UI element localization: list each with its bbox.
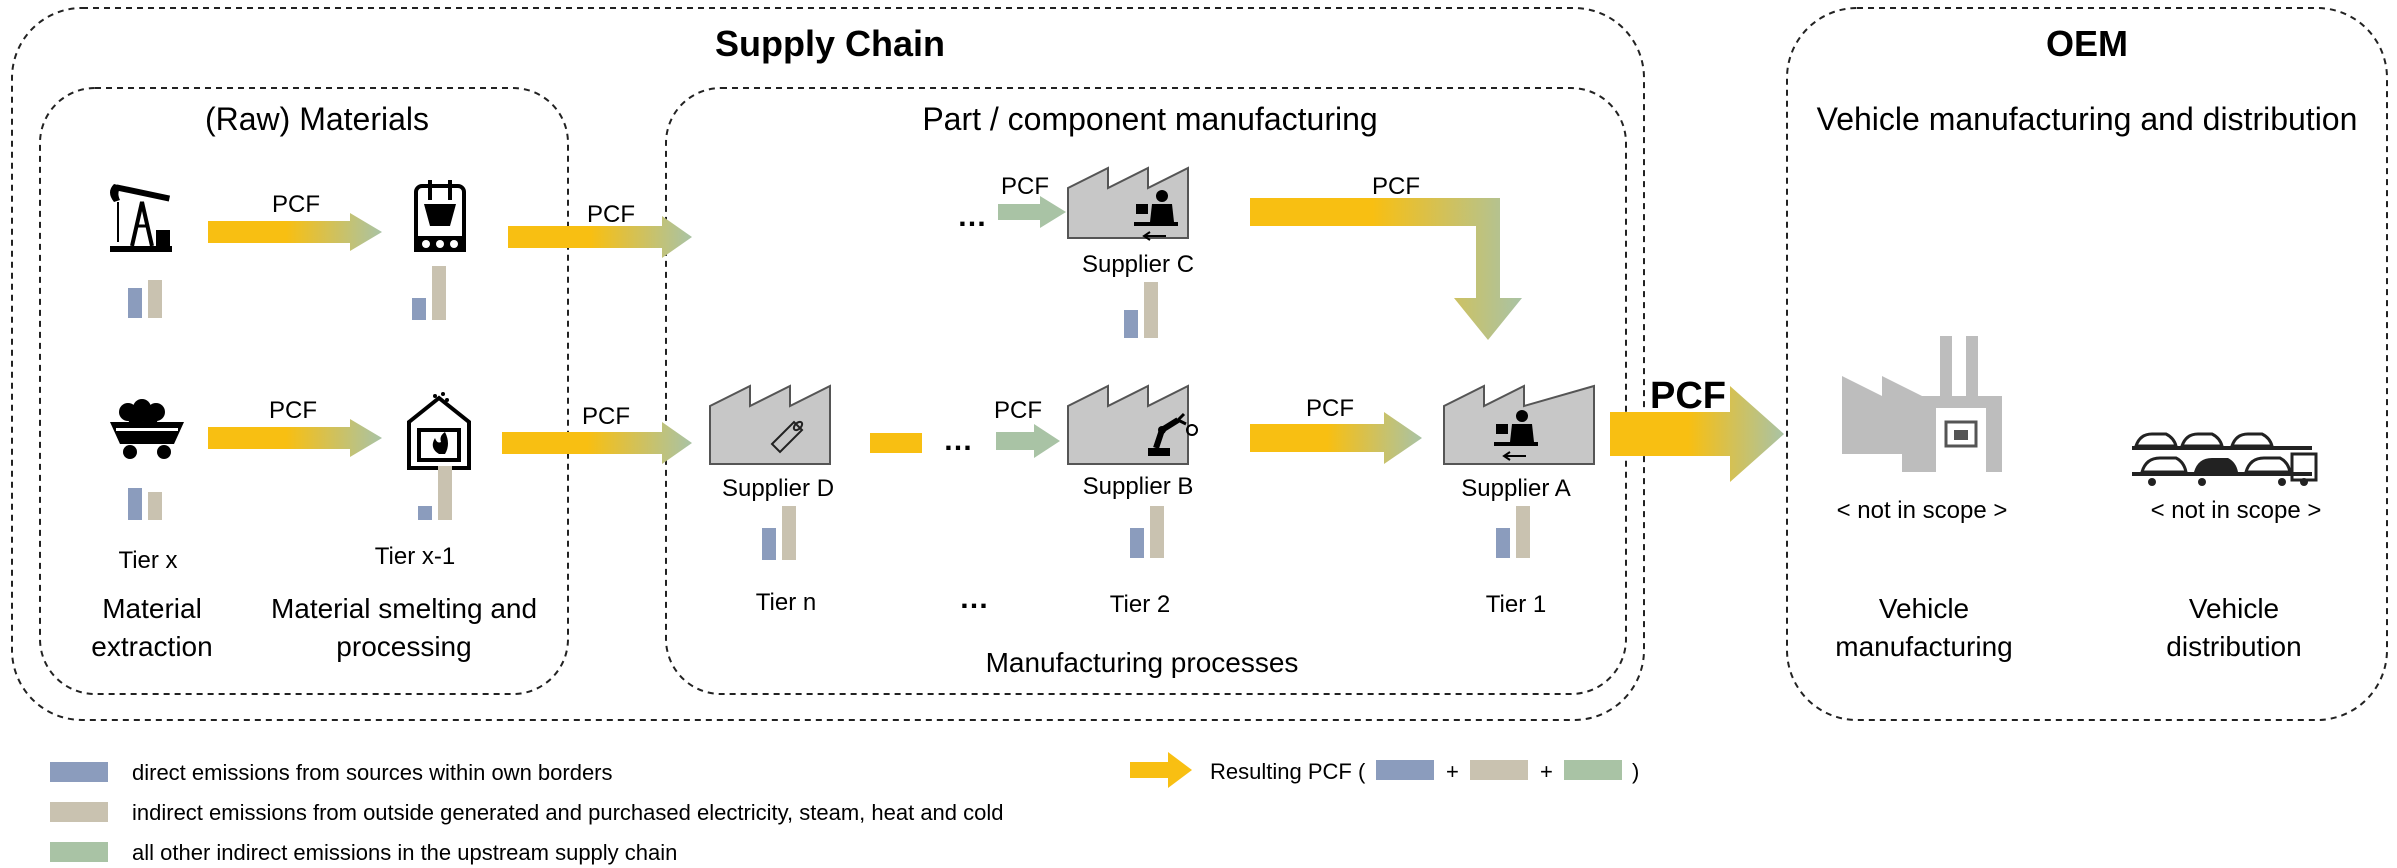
pcf-big-label: PCF: [1650, 375, 1726, 417]
emission-bars: [1496, 506, 1530, 558]
pcf-arrow-extraction-to-smelting-2: [208, 419, 382, 457]
robot-arm-icon: [1148, 412, 1198, 456]
emission-bars: [1124, 282, 1158, 338]
legend-swatch-direct: [50, 762, 108, 782]
supplier-a-label: Supplier A: [1461, 475, 1570, 502]
not-in-scope-distribution: < not in scope >: [2151, 497, 2322, 524]
legend-direct-label: direct emissions from sources within own…: [132, 760, 613, 785]
coal-cart-icon: [110, 399, 184, 459]
furnace-icon: [407, 392, 471, 470]
pcf-arrow-materials-to-parts-bottom: [502, 422, 692, 464]
oem-factory-icon: [1842, 336, 2002, 472]
material-extraction-label-1: Material: [102, 593, 202, 624]
vehicle-distribution-label-2: distribution: [2166, 631, 2301, 662]
factory-icon: [1067, 166, 1189, 239]
supplier-d-label: Supplier D: [722, 475, 834, 502]
oil-pump-icon: [110, 184, 172, 252]
raw-materials-box: [39, 87, 569, 695]
supply-chain-title: Supply Chain: [715, 23, 945, 64]
pcf-arrow-to-oem: [1610, 386, 1784, 482]
part-manufacturing-title: Part / component manufacturing: [922, 101, 1377, 137]
vehicle-manufacturing-label-2: manufacturing: [1835, 631, 2012, 662]
factory-icon: [709, 384, 831, 465]
worker-icon: [1134, 190, 1178, 241]
tier-x-label: Tier x: [118, 547, 177, 574]
emission-bars: [128, 488, 162, 520]
ellipsis-supplier-c: …: [957, 200, 987, 233]
raw-materials-title: (Raw) Materials: [205, 101, 429, 137]
car-carrier-icon: [2132, 432, 2318, 486]
ellipsis-tier-row: …: [943, 424, 973, 457]
legend: direct emissions from sources within own…: [50, 752, 1639, 865]
legend-resulting-pcf-arrow: [1130, 752, 1192, 788]
vehicle-manufacturing-distribution-title: Vehicle manufacturing and distribution: [1817, 101, 2358, 137]
supplier-b-label: Supplier B: [1083, 473, 1194, 500]
pcf-label: PCF: [1001, 173, 1049, 200]
pcf-stub-supplier-d: [870, 433, 922, 453]
legend-resulting-pcf-label: Resulting PCF (: [1210, 759, 1366, 784]
legend-other-indirect-label: all other indirect emissions in the upst…: [132, 840, 677, 865]
legend-indirect-energy-label: indirect emissions from outside generate…: [132, 800, 1004, 825]
smelter-icon: [414, 180, 466, 252]
pcf-label: PCF: [272, 191, 320, 218]
material-extraction-label-2: extraction: [91, 631, 212, 662]
emission-bars: [762, 506, 796, 560]
supplier-c-label: Supplier C: [1082, 251, 1194, 278]
emission-bars: [1130, 506, 1164, 558]
legend-plus-1: +: [1446, 759, 1459, 784]
legend-resulting-swatch-other: [1564, 760, 1622, 780]
pcf-label: PCF: [994, 397, 1042, 424]
tier-2-label: Tier 2: [1110, 591, 1170, 618]
legend-plus-2: +: [1540, 759, 1553, 784]
pcf-label: PCF: [587, 201, 635, 228]
emission-bars: [128, 280, 162, 318]
legend-resulting-swatch-direct: [1376, 760, 1434, 780]
pcf-arrow-supplier-b-to-a: [1250, 412, 1422, 464]
pcf-label: PCF: [1306, 395, 1354, 422]
oem-title: OEM: [2046, 23, 2128, 64]
legend-swatch-other-indirect: [50, 842, 108, 862]
pcf-arrow-into-supplier-c: [998, 196, 1066, 228]
supply-chain-box: [11, 7, 1645, 721]
worker-icon: [1494, 410, 1538, 461]
emission-bars: [418, 466, 452, 520]
legend-swatch-indirect-energy: [50, 802, 108, 822]
tier-dots-label: …: [959, 582, 989, 615]
legend-close-paren: ): [1632, 759, 1639, 784]
pcf-label: PCF: [269, 397, 317, 424]
legend-resulting-swatch-indirect: [1470, 760, 1528, 780]
tier-n-label: Tier n: [756, 589, 816, 616]
material-smelting-label-2: processing: [336, 631, 471, 662]
tier-x-1-label: Tier x-1: [375, 543, 455, 570]
manufacturing-processes-label: Manufacturing processes: [986, 647, 1299, 678]
tier-1-label: Tier 1: [1486, 591, 1546, 618]
vehicle-distribution-label-1: Vehicle: [2189, 593, 2279, 624]
pcf-arrow-into-supplier-b: [996, 424, 1060, 458]
emission-bars: [412, 266, 446, 320]
pcf-arrow-extraction-to-smelting: [208, 213, 382, 251]
material-smelting-label-1: Material smelting and: [271, 593, 537, 624]
pcf-label: PCF: [1372, 173, 1420, 200]
pcf-arrow-materials-to-parts-top: [508, 216, 692, 258]
pcf-arrow-supplier-c-to-a: [1250, 198, 1522, 340]
pipe-icon: [770, 420, 804, 454]
vehicle-manufacturing-label-1: Vehicle: [1879, 593, 1969, 624]
not-in-scope-manufacturing: < not in scope >: [1837, 497, 2008, 524]
pcf-label: PCF: [582, 403, 630, 430]
